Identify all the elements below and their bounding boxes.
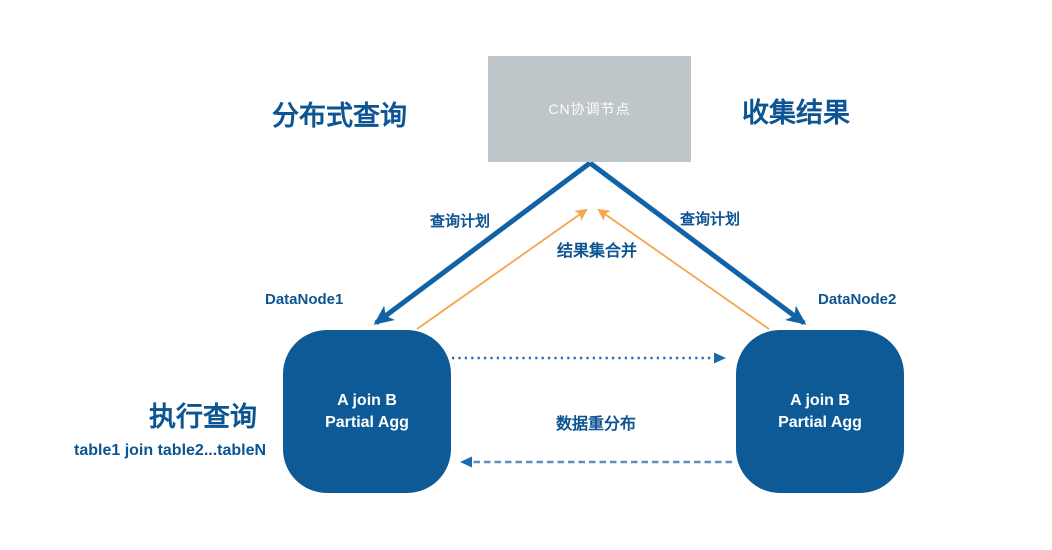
tables-note: table1 join table2...tableN [74,442,267,459]
result-merge-arrow-left [416,208,588,330]
stage-label-execute-query: 执行查询 [149,402,257,432]
datanode1-box: A join B Partial Agg [283,330,451,493]
edge-label-result-merge: 结果集合并 [557,243,638,260]
stage-label-distributed-query: 分布式查询 [272,101,407,131]
datanode2-box: A join B Partial Agg [736,330,904,493]
datanode2-name: DataNode2 [818,291,897,308]
edge-label-query-plan-right: 查询计划 [680,211,741,228]
cn-coordinator-node: CN协调节点 [488,56,691,162]
cn-coordinator-label: CN协调节点 [548,101,631,117]
datanode1-work-line1: A join B [337,391,397,409]
edge-label-query-plan-left: 查询计划 [430,213,491,230]
result-merge-arrow-right [597,208,770,330]
edge-label-data-redistribution: 数据重分布 [556,416,637,433]
datanode2-work-line2: Partial Agg [778,413,862,431]
datanode1-work-line2: Partial Agg [325,413,409,431]
query-plan-arrow-right [588,160,807,326]
datanode2-work-line1: A join B [790,391,850,409]
stage-label-collect-results: 收集结果 [742,98,850,128]
query-plan-arrow-left [373,160,592,326]
datanode1-name: DataNode1 [265,291,344,308]
